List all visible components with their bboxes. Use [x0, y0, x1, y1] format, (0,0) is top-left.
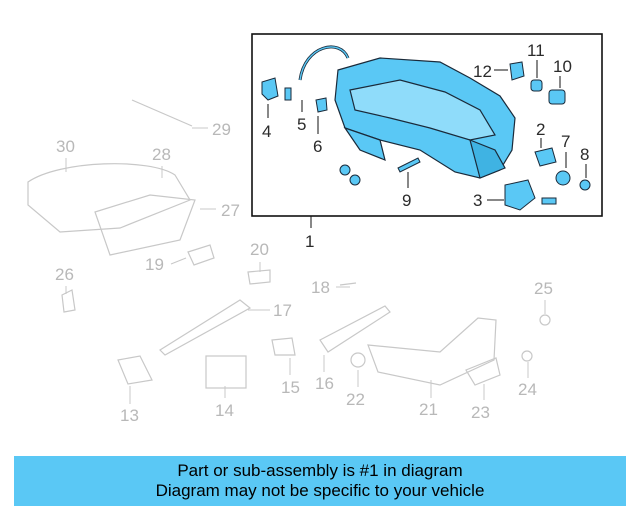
banner-line-1: Part or sub-assembly is #1 in diagram: [177, 461, 463, 480]
callout-30: 30: [56, 137, 75, 156]
callout-4: 4: [262, 122, 271, 141]
bracket-4-part: [261, 77, 279, 101]
callout-18: 18: [311, 278, 330, 297]
callout-10: 10: [553, 57, 572, 76]
callout-17: 17: [273, 301, 292, 320]
bracket-12-part: [509, 61, 525, 81]
cap-7-part: [555, 170, 571, 186]
motor-3-part: [504, 179, 536, 211]
bolt-5-part: [284, 87, 292, 101]
callout-8: 8: [580, 145, 589, 164]
subassembly-frame: [251, 33, 603, 217]
callout-28: 28: [152, 145, 171, 164]
cap-8-part: [579, 179, 591, 191]
bolt-10-part: [548, 89, 566, 105]
callout-2: 2: [536, 120, 545, 139]
callout-7: 7: [561, 132, 570, 151]
callout-16: 16: [315, 374, 334, 393]
callout-19: 19: [145, 255, 164, 274]
callout-25: 25: [534, 279, 553, 298]
callout-26: 26: [55, 265, 74, 284]
callout-5: 5: [297, 115, 306, 134]
callout-11: 11: [527, 41, 545, 60]
callout-1: 1: [305, 232, 314, 251]
banner-line-2: Diagram may not be specific to your vehi…: [155, 481, 485, 500]
rail-21-part: [367, 317, 497, 386]
seat-frame-part: [334, 57, 516, 179]
callout-15: 15: [281, 378, 300, 397]
callout-29: 29: [212, 120, 231, 139]
callout-13: 13: [120, 406, 139, 425]
callout-3: 3: [473, 191, 482, 210]
callout-24: 24: [518, 380, 537, 399]
callout-21: 21: [419, 400, 438, 419]
bolt-3-part: [541, 197, 557, 205]
seat-cushion-part: [27, 163, 191, 233]
callout-6: 6: [313, 137, 322, 156]
callout-23: 23: [471, 403, 490, 422]
callout-12: 12: [473, 62, 492, 81]
callout-20: 20: [250, 240, 269, 259]
nut-11-part: [530, 79, 543, 92]
callout-27: 27: [221, 201, 240, 220]
callout-14: 14: [215, 401, 234, 420]
bracket-2-part: [534, 147, 557, 167]
fastener-9-part: [397, 157, 421, 173]
info-banner: Part or sub-assembly is #1 in diagram Di…: [14, 456, 626, 506]
clip-6-part: [315, 97, 328, 113]
rail-17-part: [159, 299, 252, 356]
callout-9: 9: [402, 191, 411, 210]
callout-22: 22: [346, 390, 365, 409]
